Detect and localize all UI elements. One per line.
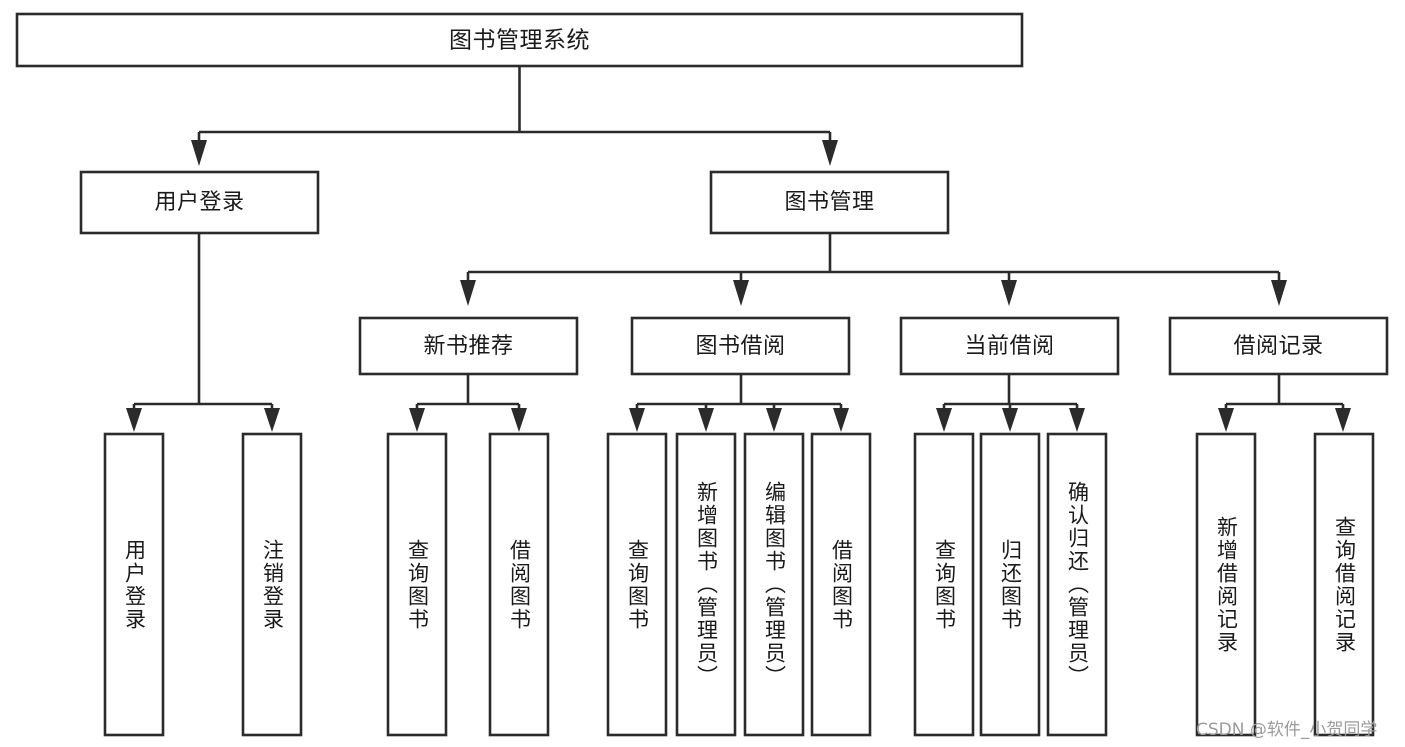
arrowhead-leaf-12 [1218, 408, 1234, 432]
arrowhead-level2-2 [733, 280, 749, 306]
node-level1-user-login-label: 用户登录 [154, 190, 244, 215]
node-level2-borrow-record-label: 借阅记录 [1233, 334, 1323, 359]
arrowhead-leaf-3 [409, 408, 425, 432]
arrowhead-leaf-8 [833, 408, 849, 432]
arrowhead-leaf-10 [1002, 408, 1018, 432]
arrowhead-leaf-11 [1069, 408, 1085, 432]
connectors-borrowrecord-to-leaves [1218, 374, 1351, 432]
node-level2-current-borrow[interactable] [899, 316, 1120, 376]
connectors-user-login-to-leaves [126, 233, 280, 432]
node-level2-current-borrow-label: 当前借阅 [964, 334, 1054, 359]
node-level2-new-book-recommend-label: 新书推荐 [423, 334, 513, 359]
node-level2-book-borrow-label: 图书借阅 [695, 334, 785, 359]
node-leaf-8[interactable] [810, 432, 872, 737]
arrowhead-level2-3 [1001, 280, 1017, 306]
node-root-label: 图书管理系统 [449, 28, 590, 54]
node-level1-book-mgmt[interactable] [709, 170, 950, 235]
node-leaf-12[interactable] [1195, 432, 1257, 737]
node-leaf-6[interactable] [675, 432, 737, 737]
arrowhead-level2-1 [460, 280, 476, 306]
node-leaf-13[interactable] [1313, 432, 1375, 737]
arrowhead-leaf-7 [766, 408, 782, 432]
node-level2-new-book-recommend[interactable] [358, 316, 579, 376]
connectors-book-mgmt-to-level2 [460, 233, 1287, 306]
node-leaf-9[interactable] [913, 432, 975, 737]
arrowhead-leaf-6 [698, 408, 714, 432]
node-root[interactable] [15, 12, 1024, 68]
connectors-root-to-level1 [191, 66, 838, 166]
node-leaf-11[interactable] [1046, 432, 1108, 737]
watermark-text: CSDN @软件_小贺同学 [1196, 720, 1378, 740]
node-leaf-5[interactable] [606, 432, 668, 737]
node-level1-book-mgmt-label: 图书管理 [784, 190, 874, 215]
node-leaf-4[interactable] [488, 432, 550, 737]
arrowhead-leaf-2 [264, 408, 280, 432]
node-leaf-2[interactable] [241, 432, 303, 737]
arrowhead-leaf-5 [629, 408, 645, 432]
connectors-bookborrow-to-leaves [629, 374, 849, 432]
node-level1-user-login[interactable] [79, 170, 320, 235]
connectors-currentborrow-to-leaves [936, 374, 1085, 432]
connectors-newbook-to-leaves [409, 374, 527, 432]
arrowhead-book-mgmt [822, 140, 838, 166]
arrowhead-leaf-1 [126, 408, 142, 432]
node-leaf-3[interactable] [386, 432, 448, 737]
arrowhead-leaf-9 [936, 408, 952, 432]
node-leaf-7[interactable] [743, 432, 805, 737]
node-level2-borrow-record[interactable] [1168, 316, 1389, 376]
arrowhead-user-login [191, 140, 207, 166]
arrowhead-level2-4 [1271, 280, 1287, 306]
node-level2-book-borrow[interactable] [630, 316, 851, 376]
node-leaf-10[interactable] [979, 432, 1041, 737]
node-leaf-1[interactable] [103, 432, 165, 737]
arrowhead-leaf-4 [511, 408, 527, 432]
arrowhead-leaf-13 [1335, 408, 1351, 432]
